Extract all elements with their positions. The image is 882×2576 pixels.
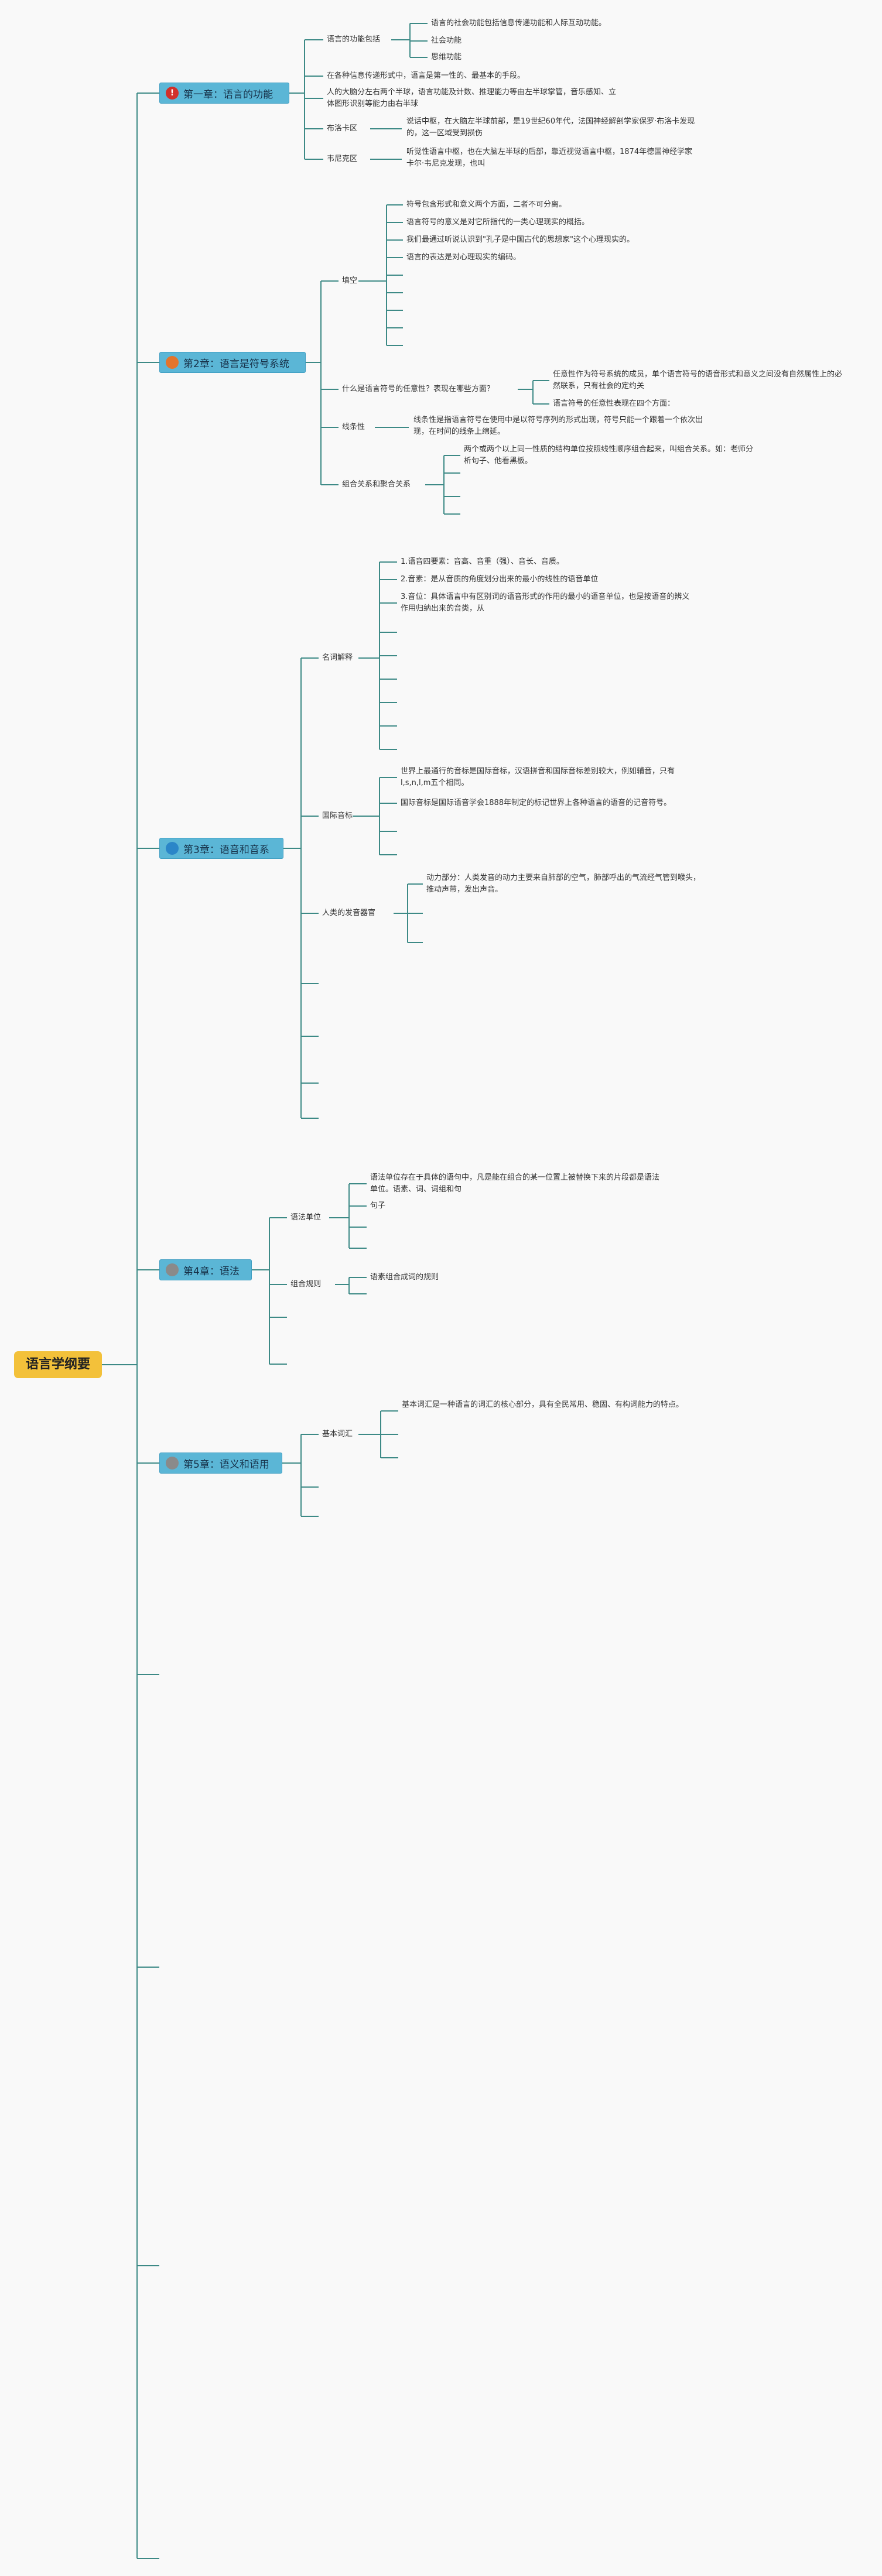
item-wernicke[interactable]: 听觉性语言中枢，也在大脑左半球的后部，靠近视觉语言中枢，1874年德国神经学家卡…: [406, 148, 693, 168]
item-combination-rules[interactable]: 语素组合成词的规则: [370, 1273, 439, 1282]
topic-first-medium[interactable]: 在各种信息传递形式中，语言是第一性的、最基本的手段。: [327, 71, 525, 80]
item-ipa-2[interactable]: 国际音标是国际语音学会1888年制定的标记世界上各种语言的语音的记音符号。: [401, 799, 672, 807]
topic-glossary[interactable]: 名词解释: [322, 653, 353, 662]
topic-fill-blank[interactable]: 填空: [342, 276, 358, 285]
item-linearity[interactable]: 线条性是指语言符号在使用中是以符号序列的形式出现，符号只能一个跟着一个依次出现，…: [413, 416, 703, 436]
chapter-3-label: 第3章：语音和音系: [183, 844, 269, 856]
topic-vocal-organs[interactable]: 人类的发音器官: [322, 909, 376, 917]
topic-broca[interactable]: 布洛卡区: [327, 124, 358, 133]
item-syntagmatic[interactable]: 两个或两个以上同一性质的结构单位按照线性顺序组合起来，叫组合关系。如：老师分析句…: [464, 445, 754, 465]
chapter-4-label: 第4章：语法: [183, 1265, 240, 1277]
chapter-2-node[interactable]: 第2章：语言是符号系统: [159, 352, 306, 373]
item-fill-2[interactable]: 语言符号的意义是对它所指代的一类心理现实的概括。: [406, 218, 590, 227]
root-topic[interactable]: 语言学纲要: [14, 1351, 102, 1378]
circle-icon: [166, 1457, 179, 1469]
topic-function[interactable]: 语言的功能包括: [327, 35, 381, 44]
chapter-5-label: 第5章：语义和语用: [183, 1458, 269, 1471]
topic-basic-vocab[interactable]: 基本词汇: [322, 1430, 353, 1438]
item-arbitrariness-2[interactable]: 语言符号的任意性表现在四个方面：: [553, 399, 675, 408]
item-arbitrariness-1[interactable]: 任意性作为符号系统的成员，单个语言符号的语音形式和意义之间没有自然属性上的必然联…: [553, 370, 843, 390]
item-glossary-2[interactable]: 2.音素：是从音质的角度划分出来的最小的线性的语音单位: [401, 575, 599, 584]
item-broca[interactable]: 说话中枢，在大脑左半球前部，是19世纪60年代，法国神经解剖学家保罗·布洛卡发现…: [406, 117, 695, 138]
topic-grammar-units[interactable]: 语法单位: [290, 1213, 322, 1222]
topic-wernicke[interactable]: 韦尼克区: [327, 155, 358, 163]
chapter-1-label: 第一章：语言的功能: [183, 88, 273, 101]
chapter-5-node[interactable]: 第5章：语义和语用: [159, 1453, 282, 1474]
chapter-3-node[interactable]: 第3章：语音和音系: [159, 838, 283, 859]
topic-syntagmatic[interactable]: 组合关系和聚合关系: [342, 480, 411, 489]
item-grammar-units-1[interactable]: 语法单位存在于具体的语句中，凡是能在组合的某一位置上被替换下来的片段都是语法单位…: [370, 1173, 660, 1194]
topic-brain-hemispheres[interactable]: 人的大脑分左右两个半球，语言功能及计数、推理能力等由左半球掌管，音乐感知、立体图…: [327, 88, 617, 108]
item-function-2[interactable]: 社会功能: [431, 36, 462, 45]
item-basic-vocab[interactable]: 基本词汇是一种语言的词汇的核心部分，具有全民常用、稳固、有构词能力的特点。: [402, 1400, 684, 1409]
chapter-1-node[interactable]: ! 第一章：语言的功能: [159, 83, 289, 104]
topic-combination-rules[interactable]: 组合规则: [290, 1280, 322, 1289]
item-fill-1[interactable]: 符号包含形式和意义两个方面，二者不可分离。: [406, 200, 567, 209]
item-glossary-1[interactable]: 1.语音四要素：音高、音重（强）、音长、音质。: [401, 557, 564, 566]
item-glossary-3[interactable]: 3.音位：具体语言中有区别词的语音形式的作用的最小的语音单位，也是按语音的辨义作…: [401, 592, 690, 613]
exclamation-icon: !: [166, 87, 179, 100]
item-ipa-1[interactable]: 世界上最通行的音标是国际音标，汉语拼音和国际音标差别较大，例如辅音，只有l,s,…: [401, 767, 675, 787]
chapter-2-label: 第2章：语言是符号系统: [183, 358, 289, 370]
item-function-1[interactable]: 语言的社会功能包括信息传递功能和人际互动功能。: [431, 19, 607, 28]
chapter-4-node[interactable]: 第4章：语法: [159, 1259, 252, 1280]
item-fill-4[interactable]: 语言的表达是对心理现实的编码。: [406, 253, 521, 262]
globe-icon: [166, 842, 179, 855]
topic-linearity[interactable]: 线条性: [342, 423, 365, 431]
item-function-3[interactable]: 思维功能: [431, 53, 462, 61]
topic-ipa[interactable]: 国际音标: [322, 811, 353, 820]
circle-icon: [166, 1263, 179, 1276]
item-grammar-units-2[interactable]: 句子: [370, 1201, 386, 1210]
topic-arbitrariness[interactable]: 什么是语言符号的任意性？表现在哪些方面？: [342, 385, 495, 393]
circle-icon: [166, 356, 179, 369]
item-vocal-organs[interactable]: 动力部分：人类发音的动力主要来自肺部的空气，肺部呼出的气流经气管到喉头，推动声带…: [426, 873, 701, 894]
item-fill-3[interactable]: 我们最通过听说认识到"孔子是中国古代的思想家"这个心理现实的。: [406, 235, 634, 244]
